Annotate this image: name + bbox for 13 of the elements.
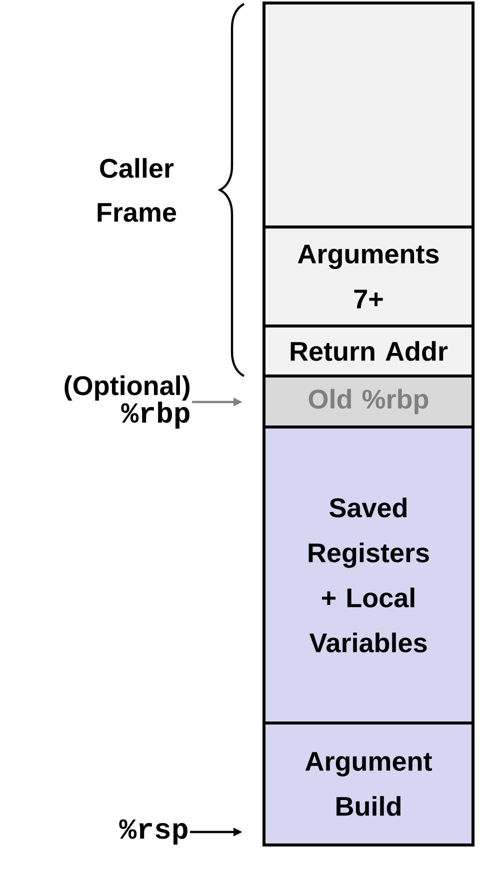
cell-text: Arguments 7+ <box>298 244 439 308</box>
register-label: (Optional) <box>64 375 190 401</box>
frame-label: Caller Frame <box>98 158 176 222</box>
stack-cell <box>262 722 474 846</box>
register-label: %rsp <box>119 819 188 845</box>
stack-cell <box>262 226 474 328</box>
cell-text: Return Addr <box>290 341 448 361</box>
register-label: %rbp <box>121 402 190 429</box>
stack-cell <box>262 374 474 428</box>
stack-cell <box>262 324 474 378</box>
cell-text: Old %rbp <box>308 388 428 414</box>
cell-text: Argument Build <box>305 752 432 816</box>
cell-text: Saved Registers + Local Variables <box>308 498 429 652</box>
